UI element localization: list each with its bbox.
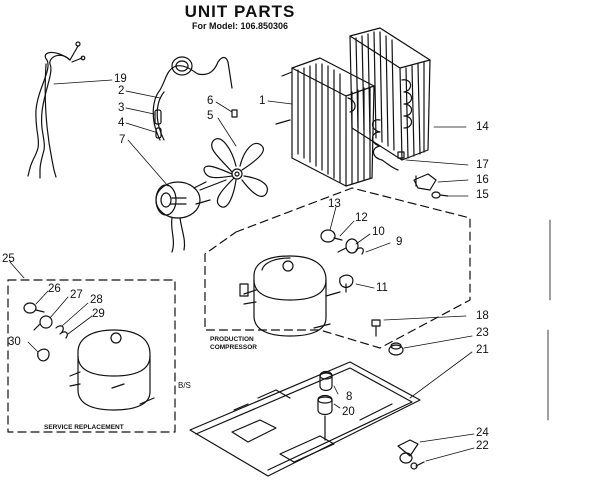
evaporator-coil-part [275, 57, 375, 187]
mounting-bolt-part [371, 319, 381, 337]
leader-6 [215, 101, 233, 113]
leader-23 [403, 335, 473, 349]
leader-22 [425, 447, 475, 462]
leader-2 [125, 90, 161, 99]
callout-13: 13 [328, 198, 341, 210]
screw-22-part [410, 461, 425, 470]
fan-motor-part [155, 179, 227, 253]
relay-27-part [33, 315, 53, 331]
callout-7: 7 [119, 134, 126, 146]
leader-11 [355, 283, 375, 289]
callout-16: 16 [476, 174, 489, 186]
callout-1: 1 [259, 95, 266, 107]
leader-25 [9, 261, 25, 279]
callout-23: 23 [476, 327, 489, 339]
callout-22: 22 [476, 440, 489, 452]
leader-26 [35, 290, 49, 305]
leader-12 [339, 220, 355, 237]
terminal-cover-30-part [37, 348, 50, 362]
diagram-title: UNIT PARTS [184, 2, 296, 21]
leader-1 [267, 100, 293, 105]
callout-9: 9 [396, 236, 403, 248]
leader-3 [125, 107, 155, 115]
callout-18: 18 [476, 310, 489, 322]
leader-5 [217, 117, 237, 147]
relay-part [337, 238, 359, 254]
leader-7 [127, 139, 169, 187]
bracket-part [413, 173, 437, 191]
callout-26: 26 [48, 283, 61, 295]
service-replacement-label: SERVICE REPLACEMENT [44, 424, 124, 431]
grommet-part [388, 342, 404, 356]
callout-4: 4 [118, 117, 125, 129]
callout-24: 24 [476, 427, 489, 439]
overload-part [320, 229, 343, 243]
coil-clip-part [397, 151, 405, 159]
callout-30: 30 [8, 336, 21, 348]
callout-27: 27 [70, 289, 83, 301]
screw-15-part [431, 191, 449, 199]
leader-20 [333, 403, 341, 409]
callout-21: 21 [476, 344, 489, 356]
leader-29 [67, 315, 93, 335]
production-compressor-part [239, 255, 341, 337]
leader-10 [355, 233, 371, 245]
callout-14: 14 [476, 121, 489, 133]
callout-8: 8 [346, 391, 353, 403]
callout-11: 11 [376, 282, 388, 294]
leader-18 [383, 315, 467, 321]
leader-30 [27, 341, 39, 353]
clip-29-part [59, 331, 68, 339]
leader-13 [329, 206, 337, 231]
clip-28-part [55, 325, 64, 333]
leader-4 [125, 122, 156, 133]
callout-19: 19 [114, 73, 127, 85]
service-compressor-part [69, 329, 155, 411]
callout-6: 6 [207, 95, 214, 107]
fan-blade-part [203, 138, 268, 208]
callout-3: 3 [118, 102, 125, 114]
callout-17: 17 [476, 159, 489, 171]
spacer-20-part [317, 394, 333, 441]
leader-19 [53, 79, 113, 85]
production-label: PRODUCTION [210, 336, 254, 343]
callout-15: 15 [476, 189, 489, 201]
scan-edge-marks [547, 219, 551, 421]
leader-21 [409, 351, 473, 399]
callout-20: 20 [342, 406, 355, 418]
condenser-coil-part [349, 27, 431, 171]
overload-26-part [23, 302, 45, 314]
leader-27 [49, 296, 69, 319]
compressor-label: COMPRESSOR [210, 344, 257, 351]
callout-10: 10 [372, 226, 385, 238]
callout-28: 28 [90, 294, 103, 306]
leader-9 [365, 242, 391, 253]
leader-28 [61, 302, 89, 327]
model-subtitle: For Model: 106.850306 [191, 21, 289, 31]
leader-16 [437, 179, 469, 183]
terminal-cover-part [339, 274, 354, 293]
capillary-tube-part [152, 56, 233, 141]
base-pan-part [189, 361, 421, 477]
callout-5: 5 [207, 110, 214, 122]
service-replacement-box [7, 279, 176, 433]
callout-29: 29 [92, 308, 105, 320]
clip-9-part [355, 247, 364, 255]
grommet-8-part [319, 370, 333, 392]
leader-17 [405, 159, 469, 166]
leader-8 [333, 385, 339, 395]
fan-clip-part [231, 109, 238, 118]
wire-harness-part [27, 41, 86, 179]
callout-25: 25 [2, 253, 15, 265]
callout-12: 12 [355, 212, 368, 224]
ref-mark: B/S [178, 381, 191, 390]
caster-bracket-part [397, 439, 419, 464]
callout-2: 2 [118, 85, 125, 97]
production-compressor-box [204, 187, 471, 349]
leader-24 [419, 433, 475, 443]
